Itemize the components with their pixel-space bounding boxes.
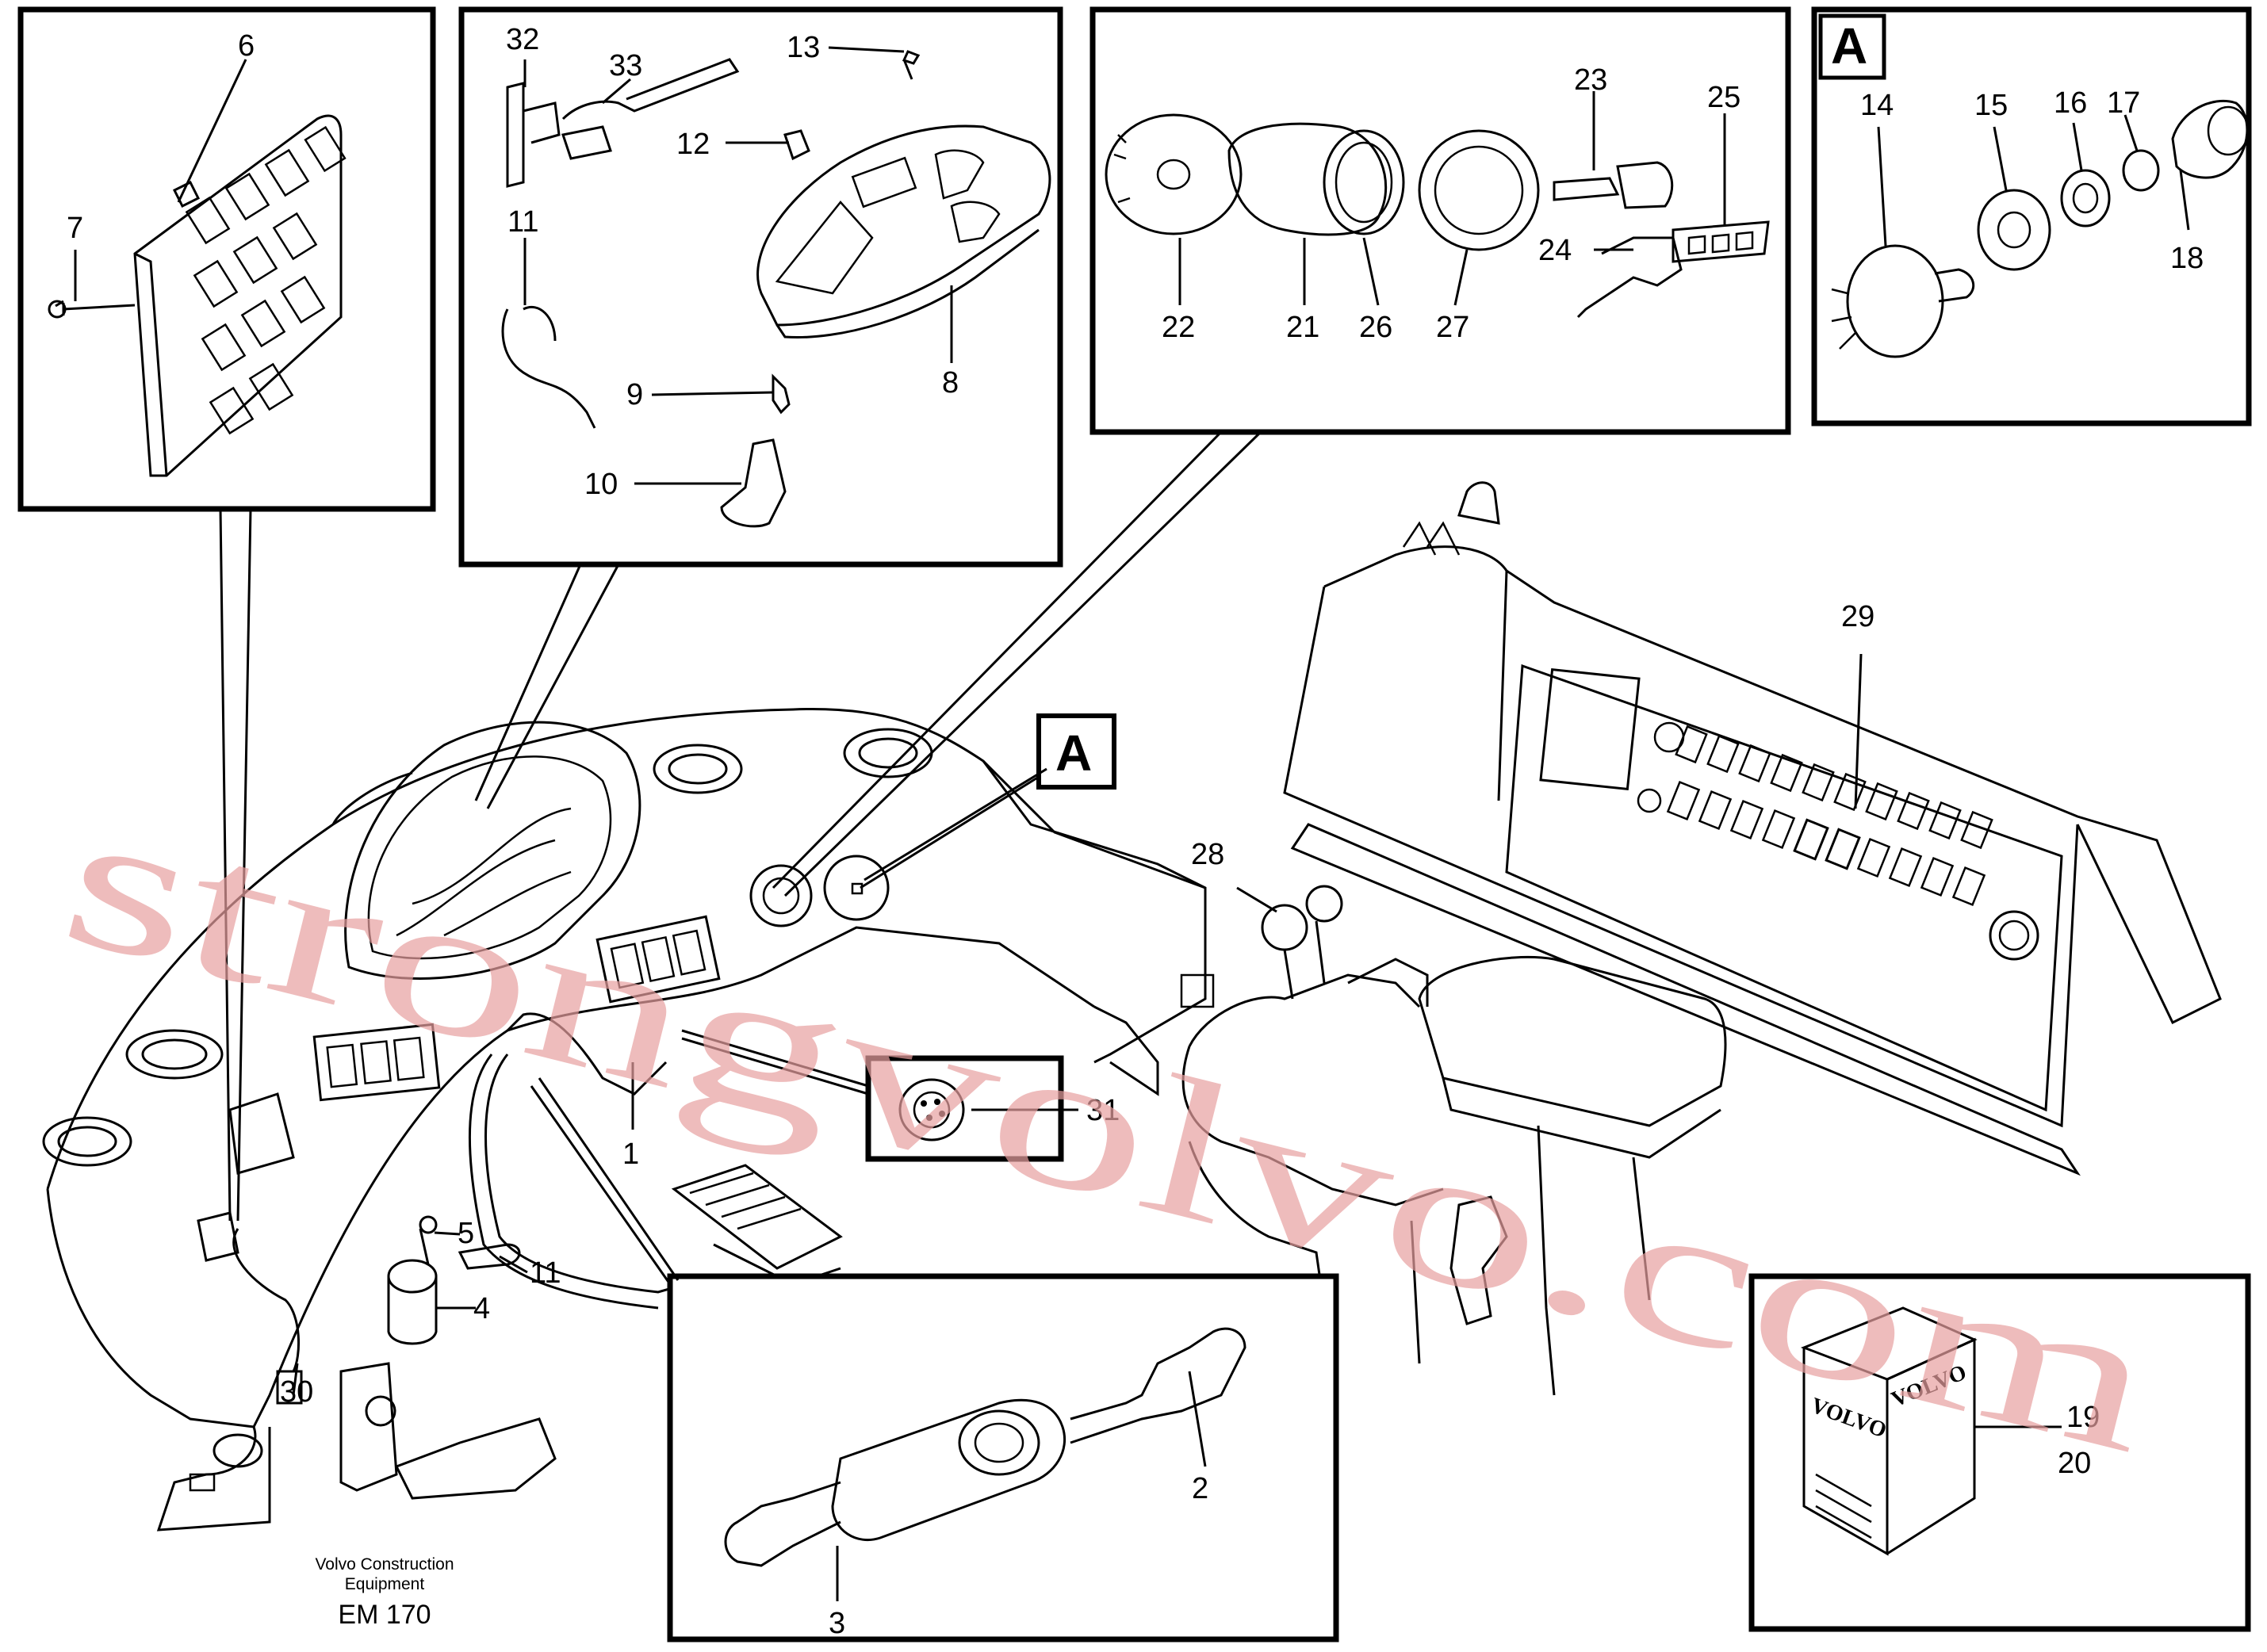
label-31: 31: [1086, 1094, 1120, 1127]
label-22: 22: [1162, 311, 1195, 344]
label-9: 9: [626, 378, 643, 411]
label-29: 29: [1841, 600, 1874, 633]
label-12: 12: [676, 128, 710, 161]
label-25: 25: [1707, 81, 1740, 114]
label-3: 3: [829, 1607, 845, 1640]
label-4: 4: [473, 1292, 490, 1325]
inset-a-switch: [1811, 6, 2252, 426]
label-5: 5: [458, 1217, 474, 1250]
label-21: 21: [1286, 311, 1319, 344]
label-33: 33: [609, 49, 642, 82]
callout-a-letter: A: [1055, 725, 1092, 782]
switch-grid: [1666, 725, 1993, 907]
footer-line2: Equipment: [345, 1575, 425, 1593]
inset-a-letter: A: [1831, 17, 1867, 75]
footer: Volvo Construction Equipment EM 170: [315, 1555, 454, 1630]
label-19: 19: [2066, 1401, 2100, 1434]
label-11-bottom: 11: [530, 1256, 561, 1290]
accelerator-pedal: [671, 1164, 843, 1286]
dashboard-assembly: [42, 707, 1215, 1532]
label-2: 2: [1192, 1472, 1208, 1505]
label-14: 14: [1860, 89, 1894, 122]
footer-code: EM 170: [338, 1600, 431, 1630]
label-17: 17: [2107, 86, 2140, 120]
label-20: 20: [2058, 1447, 2091, 1480]
inset-manual: VOLVO VOLVO: [1748, 1273, 2251, 1632]
label-15: 15: [1974, 89, 2008, 122]
label-26: 26: [1359, 311, 1392, 344]
leader-lines: [74, 46, 2190, 1601]
label-1: 1: [622, 1138, 639, 1171]
label-18: 18: [2170, 242, 2204, 275]
label-30: 30: [280, 1375, 313, 1409]
callout-a-marker: A: [1036, 713, 1116, 790]
inset-stalk: [667, 1273, 1339, 1642]
inset-ignition: [1089, 6, 1791, 435]
label-11-top: 11: [507, 205, 538, 239]
label-28: 28: [1191, 838, 1224, 871]
label-8: 8: [942, 366, 959, 400]
label-27: 27: [1436, 311, 1469, 344]
label-13: 13: [787, 31, 820, 64]
label-23: 23: [1574, 63, 1607, 97]
label-16: 16: [2054, 86, 2087, 120]
inset-cluster: [458, 6, 1063, 568]
callout-wedges: [219, 430, 1262, 1285]
footer-line1: Volvo Construction: [315, 1555, 454, 1574]
label-6: 6: [238, 29, 255, 63]
part-4-socket: [339, 1215, 557, 1500]
label-24: 24: [1538, 234, 1572, 267]
label-7: 7: [67, 212, 83, 245]
label-32: 32: [506, 23, 539, 56]
label-10: 10: [584, 468, 618, 501]
side-console: [1181, 481, 2222, 1396]
part-labels: 6 7 32 33 13 12 11 9 8 10 23 25 24 22 21…: [67, 23, 2204, 1640]
inset-keypad: [17, 6, 436, 512]
